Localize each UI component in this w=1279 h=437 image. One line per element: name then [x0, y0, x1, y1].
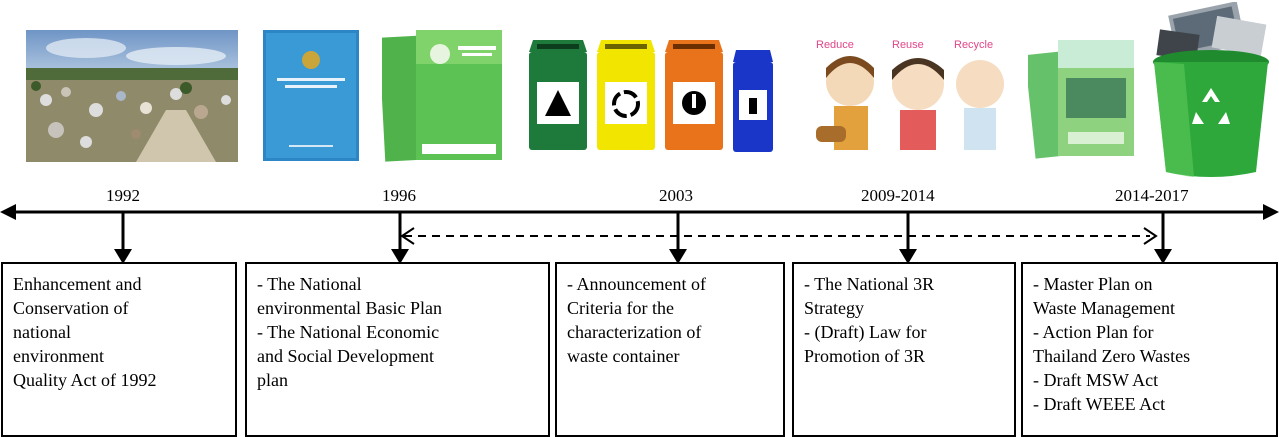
drop-arrowhead-2003 [669, 249, 687, 264]
year-label-2009-2014: 2009-2014 [861, 186, 935, 205]
year-label-2014-2017: 2014-2017 [1115, 186, 1189, 205]
milestone-text-line: - The National [257, 274, 362, 294]
year-label-1996: 1996 [382, 186, 416, 205]
waste-bins [527, 38, 773, 156]
milestone-text-line: Criteria for the [567, 298, 674, 318]
milestone-text-line: and Social Development [257, 346, 434, 366]
landfill-photo [26, 30, 238, 162]
milestone-box-1992: Enhancement and Conservation of national… [1, 262, 237, 437]
milestone-text-line: environment [13, 346, 104, 366]
dashed-span-right-head [1143, 227, 1158, 245]
milestone-text-line: - (Draft) Law for [804, 322, 927, 342]
year-label-1992: 1992 [106, 186, 140, 205]
recycle-label: Recycle [954, 39, 993, 51]
year-label-2003: 2003 [659, 186, 693, 205]
milestone-text-line: - The National Economic [257, 322, 440, 342]
milestone-text-line: Strategy [804, 298, 864, 318]
dashed-span-left-head [400, 227, 415, 245]
milestone-text-line: Conservation of [13, 298, 129, 318]
milestone-text-line: - Master Plan on [1033, 274, 1153, 294]
milestone-text-line: waste container [567, 346, 680, 366]
milestone-text-line: Enhancement and [13, 274, 142, 294]
milestone-text-line: Promotion of 3R [804, 346, 926, 366]
milestone-text-line: plan [257, 370, 288, 390]
drop-arrowhead-1996 [391, 249, 409, 264]
milestone-text-line: characterization of [567, 322, 702, 342]
milestone-box-1996: - The National environmental Basic Plan … [245, 262, 550, 437]
milestone-text-line: national [13, 322, 71, 342]
milestone-text-line: - Draft WEEE Act [1033, 394, 1166, 414]
milestone-text-line: Waste Management [1033, 298, 1175, 318]
milestone-text-line: - Draft MSW Act [1033, 370, 1159, 390]
milestone-text-line: - Action Plan for [1033, 322, 1154, 342]
drop-arrowhead-1992 [114, 249, 132, 264]
milestone-box-2003: - Announcement of Criteria for the chara… [555, 262, 785, 437]
drop-arrowhead-2009-2014 [899, 249, 917, 264]
timeline-left-arrowhead [0, 204, 16, 220]
recycle-bin-icon [1144, 2, 1278, 180]
milestone-box-2009-2014: - The National 3R Strategy - (Draft) Law… [792, 262, 1016, 437]
milestone-text-line: environmental Basic Plan [257, 298, 442, 318]
master-plan-covers [1028, 38, 1140, 160]
milestone-text-line: - The National 3R [804, 274, 935, 294]
milestone-text-line: Quality Act of 1992 [13, 370, 157, 390]
reduce-label: Reduce [816, 39, 854, 51]
milestone-text-line: - Announcement of [567, 274, 706, 294]
drop-arrowhead-2014-2017 [1154, 249, 1172, 264]
reduce-reuse-recycle-illustration: Reduce Reuse Recycle [808, 34, 1022, 166]
plan-cover-blue [263, 30, 359, 161]
reuse-label: Reuse [892, 39, 924, 51]
plan-cover-green [382, 26, 506, 164]
milestone-box-2014-2017: - Master Plan on Waste Management - Acti… [1021, 262, 1278, 437]
milestone-text-line: Thailand Zero Wastes [1033, 346, 1191, 366]
timeline-right-arrowhead [1263, 204, 1279, 220]
